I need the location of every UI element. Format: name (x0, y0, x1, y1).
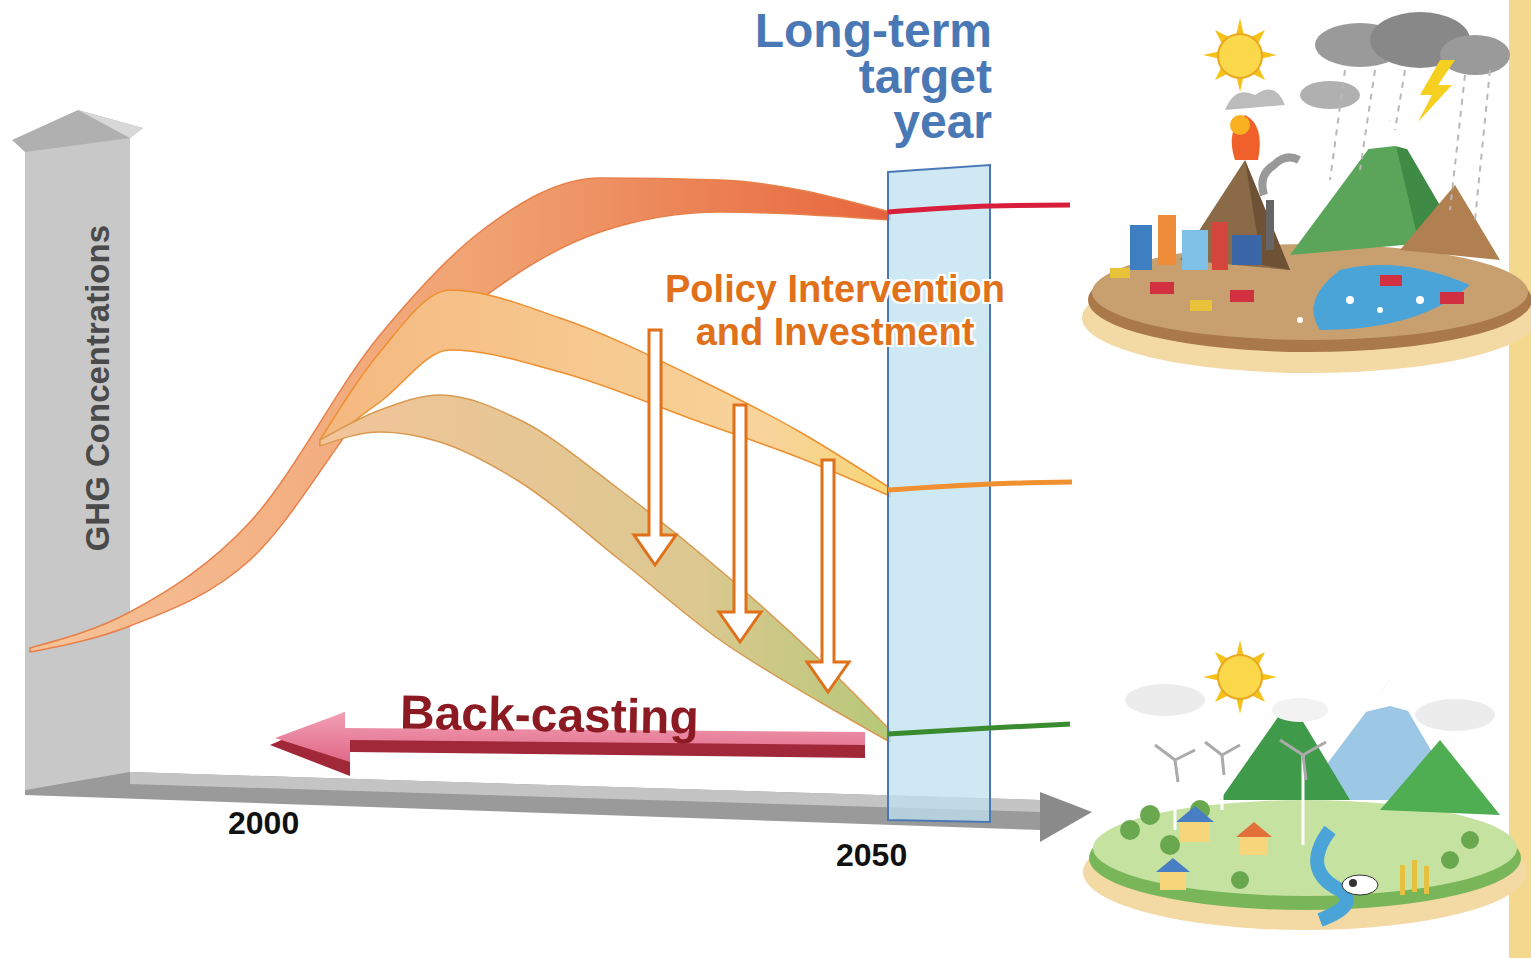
target-band (888, 165, 990, 822)
policy-arrows (634, 330, 849, 692)
disaster-island (1082, 12, 1531, 373)
policy-label: Policy Intervention and Investment (630, 268, 1040, 353)
year-tick: 2000 (228, 806, 338, 841)
ribbon-tail (888, 482, 1072, 490)
sustainable-island (1083, 640, 1527, 930)
axis-title: GHG Concentrations (80, 198, 116, 578)
year-tick: 2050 (836, 838, 946, 873)
backcasting-label: Back-casting (400, 687, 791, 747)
target-year-heading: Long-term target year (748, 8, 992, 145)
ribbon-tail (888, 724, 1070, 734)
ribbon-tail (888, 205, 1070, 212)
y-axis (25, 130, 130, 790)
